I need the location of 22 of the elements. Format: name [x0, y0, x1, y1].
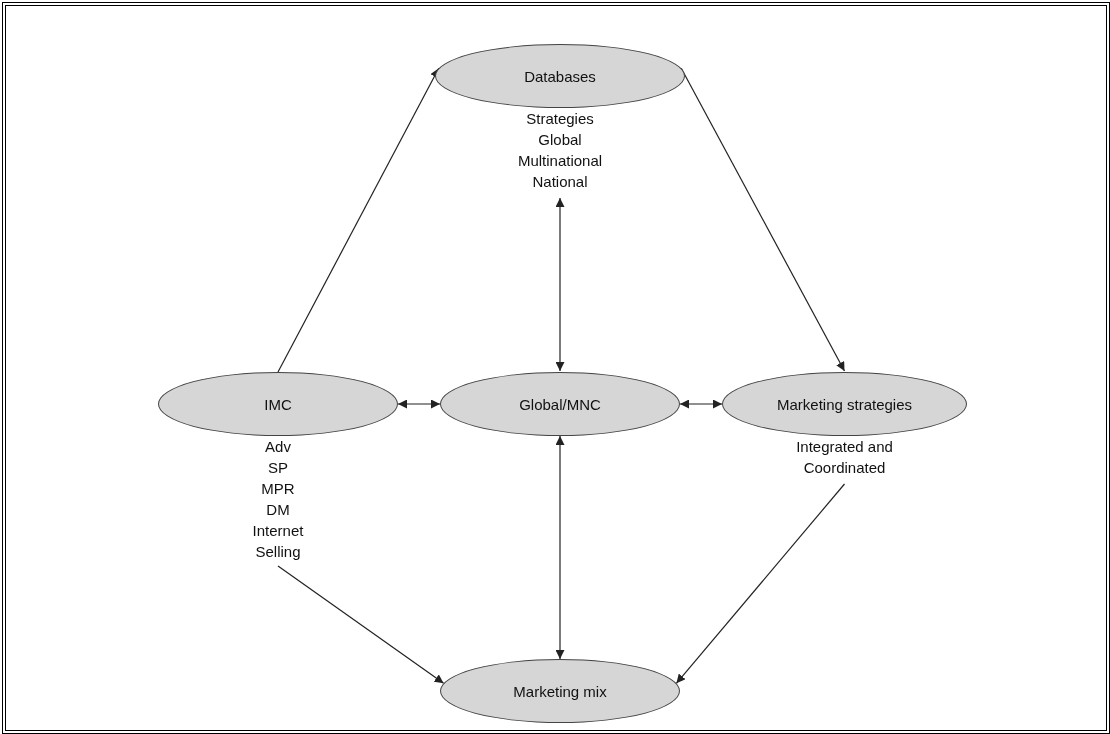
node-label: Marketing mix	[513, 682, 607, 700]
node-annotation: Internet	[252, 521, 304, 541]
node-annotation: National	[532, 172, 588, 192]
node-annotation: SP	[268, 458, 288, 478]
node-annotation: Adv	[265, 437, 291, 457]
node-annotation: Integrated and Coordinated	[795, 437, 894, 478]
node-annotation: Multinational	[517, 151, 603, 171]
node-label: Databases	[524, 67, 596, 85]
arrow	[555, 197, 565, 372]
arrow	[277, 565, 445, 684]
arrow	[675, 483, 846, 684]
node-annotation: MPR	[261, 479, 295, 499]
arrow	[555, 435, 565, 660]
node-label: Marketing strategies	[776, 395, 913, 413]
arrow	[397, 399, 441, 409]
node-annotation: Strategies	[526, 109, 594, 129]
node-annotation: Selling	[255, 542, 301, 562]
arrow	[679, 399, 723, 409]
node-annotation: Global	[538, 130, 582, 150]
node-label: Global/MNC	[519, 395, 601, 413]
node-label: IMC	[264, 395, 292, 413]
node-annotation: DM	[266, 500, 290, 520]
